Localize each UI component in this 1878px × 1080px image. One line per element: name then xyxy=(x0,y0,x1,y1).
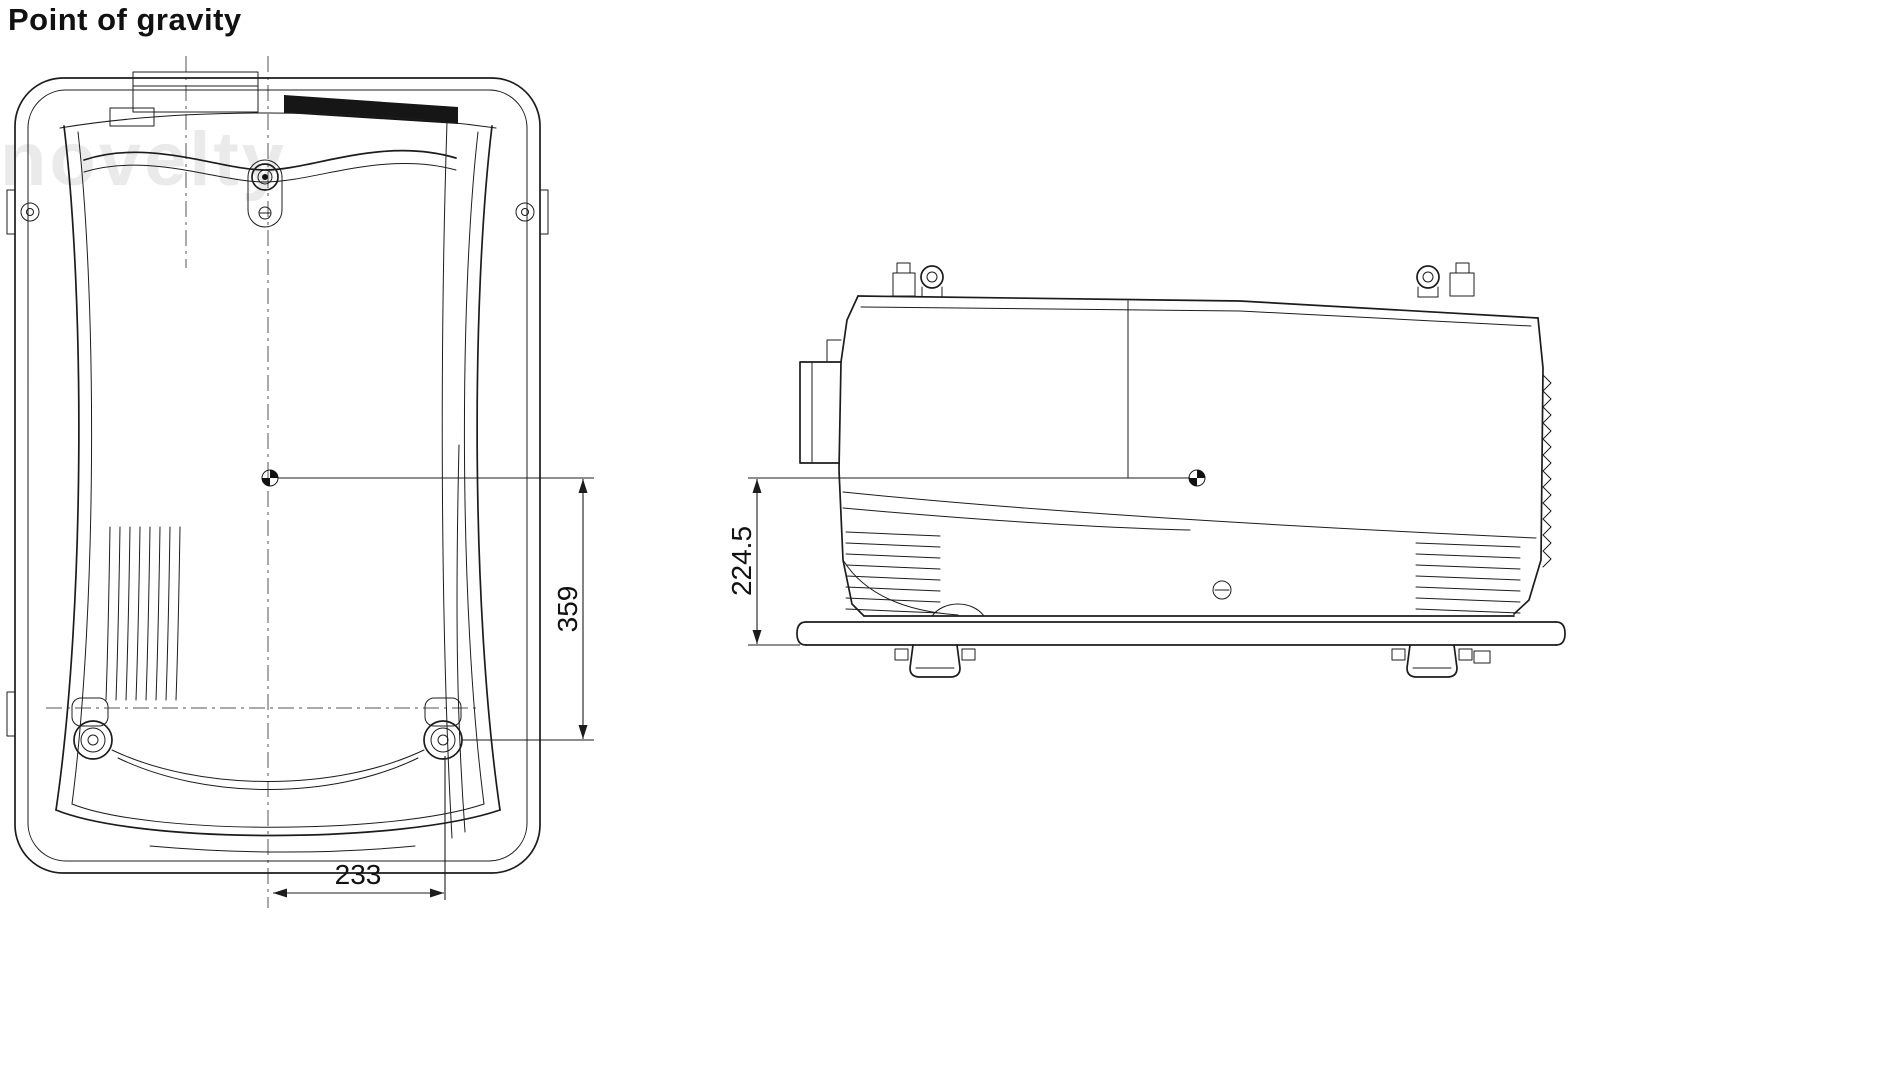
top-view xyxy=(6,56,549,908)
foot-left xyxy=(71,697,113,760)
caster-right xyxy=(1391,644,1491,678)
center-of-gravity-side-view xyxy=(1188,469,1206,487)
hinge-left xyxy=(6,189,40,235)
lens-barrel xyxy=(799,339,842,464)
dimension-depth: 359 xyxy=(278,477,594,741)
side-vents-right xyxy=(1415,542,1521,614)
case-inner-outline xyxy=(27,89,528,862)
caster-left xyxy=(894,644,976,678)
dimension-width: 233 xyxy=(273,756,446,900)
watermark-text: novelty xyxy=(0,117,288,202)
foot-right xyxy=(423,697,463,760)
page-title: Point of gravity xyxy=(8,2,242,37)
screw-head xyxy=(1212,580,1232,600)
hinge-right xyxy=(515,189,549,235)
dimension-height: 224.5 xyxy=(726,477,1190,646)
center-of-gravity-top-view xyxy=(261,469,279,487)
dim-width-value: 233 xyxy=(335,859,382,890)
vent-slats xyxy=(105,526,181,701)
side-vents-left xyxy=(845,531,941,614)
dim-depth-value: 359 xyxy=(552,586,583,633)
handle-wedge xyxy=(284,95,458,124)
tab-lower-left xyxy=(6,691,16,737)
dim-height-value: 224.5 xyxy=(726,526,757,596)
side-view xyxy=(796,262,1566,678)
lens-pivot xyxy=(247,159,283,228)
case-outline xyxy=(14,77,541,874)
eyebolt-right xyxy=(1416,262,1475,298)
cooling-fins xyxy=(1542,374,1552,568)
eyebolt-left xyxy=(892,262,944,298)
base-plate xyxy=(796,621,1566,646)
top-bracket xyxy=(132,71,259,113)
